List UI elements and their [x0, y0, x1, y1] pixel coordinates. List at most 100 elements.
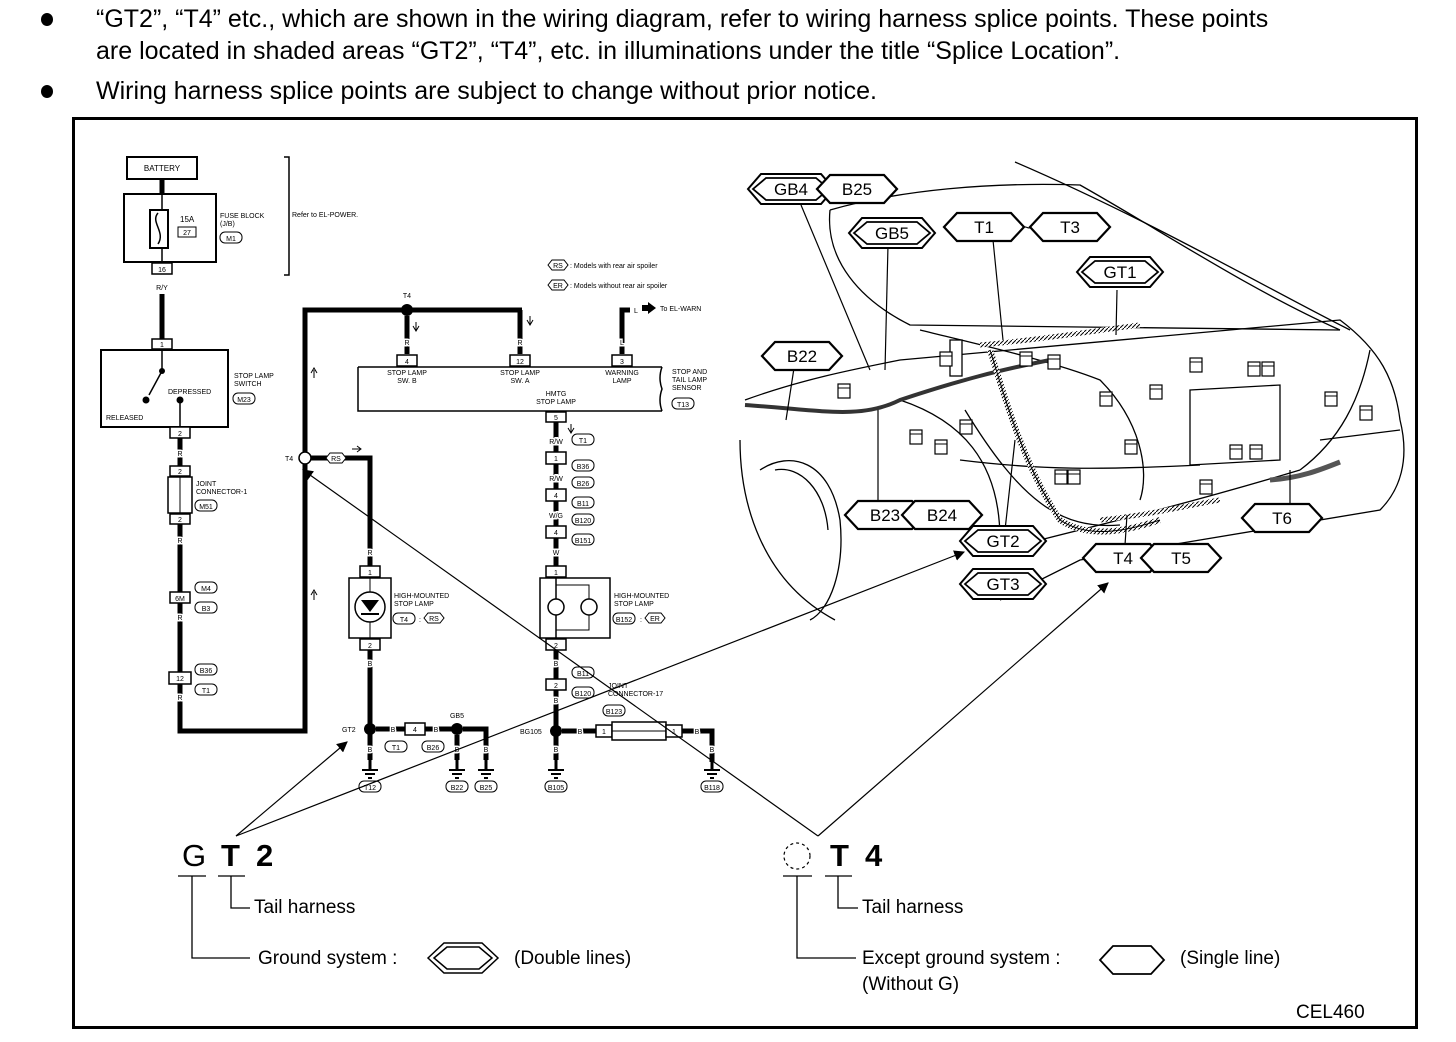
wire-r-bg: R: [177, 615, 182, 622]
splice-gt2: [364, 723, 376, 735]
double-hex-icon: [426, 942, 500, 974]
splice-gt2-label: GT2: [342, 727, 356, 734]
stop-lamp-switch: 1 DEPRESSED RELEASED STOP LAMP SWITCH M2…: [100, 338, 274, 439]
connector-tag: [571, 496, 595, 509]
to-el-warn: To EL-WARN: [660, 306, 701, 313]
switch-name-2: SWITCH: [234, 381, 262, 388]
chain-connector: [545, 451, 567, 465]
legend-ground-text: Ground system :: [258, 948, 397, 969]
high-mounted-stop-lamp-er: 1 HIGH-MOUNTED STOP LAMP B152 : ER 2: [539, 565, 669, 651]
wire-color-r: R: [177, 538, 182, 545]
joint1-pin-top: 2: [178, 469, 182, 476]
single-hex-icon: [942, 211, 1026, 243]
single-hex-icon: [1240, 502, 1324, 534]
sensor-pin-5: 5: [554, 415, 558, 422]
hmtg-1: HMTG: [546, 391, 567, 398]
rs-lamp-name-1: HIGH-MOUNTED: [394, 593, 449, 600]
wire-color-r: R: [177, 615, 182, 622]
ground-tag: [474, 780, 498, 793]
wire-color-bg: W/G: [549, 513, 563, 520]
splice-t4: [298, 451, 312, 465]
battery-label: BATTERY: [144, 164, 181, 173]
harness-connector-icon: [1359, 405, 1373, 421]
splice-t4-top-label: T4: [403, 293, 411, 300]
legend-except-text: Except ground system :: [862, 948, 1061, 969]
connector-12: 12 B36 T1: [168, 663, 218, 696]
wire-color-b: B: [368, 661, 373, 668]
joint-connector-1: 2 2 JOINT CONNECTOR-1 M51: [167, 465, 247, 525]
sensor-pin-12: 12: [516, 359, 524, 366]
wire-b-bg: B: [368, 661, 373, 668]
pin-6m: 6M: [175, 596, 185, 603]
fuse-pin: 16: [158, 267, 166, 274]
wire-color-r: R: [177, 695, 182, 702]
ground-id: B25: [480, 785, 493, 792]
car-label-t1: T1: [974, 218, 994, 237]
wire-color: R/W: [549, 476, 563, 483]
splice-bg105-label: BG105: [520, 729, 542, 736]
connector-tag: [571, 513, 595, 526]
wire-b-bg: B: [484, 747, 489, 754]
fuse-icon: [155, 212, 161, 245]
harness-connector-icon: [1067, 469, 1081, 485]
gt2-pin: 4: [413, 727, 417, 734]
code-legend-left: G T 2 Tail harness Ground system : (Doub…: [178, 838, 631, 974]
colon-separator: :: [640, 617, 642, 624]
wire-b-bg: B: [695, 729, 700, 736]
fuse-number: 27: [183, 230, 191, 237]
note-1-line-2: are located in shaded areas “GT2”, “T4”,…: [96, 37, 1121, 65]
arrow-right-icon: [642, 302, 656, 314]
current-arrow-icon: [310, 367, 318, 378]
harness-connector-icon: [1229, 444, 1243, 460]
wire-l-bg: L: [620, 340, 624, 347]
rs-tag: RS: [331, 456, 341, 463]
wire-r-bg: R: [177, 538, 182, 545]
leader-lines: [785, 204, 1291, 546]
er-lamp-name-2: STOP LAMP: [614, 601, 654, 608]
wire-b-bg: B: [554, 747, 559, 754]
joint1-name-2: CONNECTOR-1: [196, 489, 247, 496]
single-hex-icon: [900, 499, 984, 531]
harness-connector-icon: [1149, 384, 1163, 400]
pointer-t4-car: [817, 582, 1109, 837]
wire-color-r: R: [517, 340, 522, 347]
car-label-t6: T6: [1272, 509, 1292, 528]
led-icon: [361, 600, 379, 612]
legend-right-tail: Tail harness: [862, 897, 963, 918]
connector-id: B26: [577, 481, 590, 488]
wire-color-b: B: [368, 747, 373, 754]
sensor-pin-3: 3: [620, 359, 624, 366]
sw-b-2: SW. B: [397, 378, 417, 385]
legend-t-char-right: T: [830, 838, 849, 873]
splice-t4-label: T4: [285, 456, 293, 463]
harness-connector-icon: [1261, 361, 1275, 377]
connector-tag: [571, 459, 595, 472]
bulb-icon: [580, 598, 598, 616]
wire-b-bg: B: [434, 727, 439, 734]
wire-color-ry: R/Y: [156, 285, 168, 292]
rs-pin-2: 2: [368, 643, 372, 650]
wire-r-bg: R: [404, 340, 409, 347]
single-hex-icon: [815, 173, 899, 205]
car-connectors: [837, 351, 1373, 495]
gt2-conn-t1: T1: [392, 745, 400, 752]
wire-color-b: B: [434, 727, 439, 734]
harness-connector-icon: [837, 383, 851, 399]
car-label-t3: T3: [1060, 218, 1080, 237]
legend-2-char: 2: [256, 838, 273, 873]
refer-el-power: Refer to EL-POWER.: [292, 212, 358, 219]
chain-pin: 4: [554, 530, 558, 537]
depressed-label: DEPRESSED: [168, 389, 211, 396]
chain-connector: [545, 525, 567, 539]
fuse-block: 15A 27 FUSE BLOCK (J/B) M1: [123, 193, 265, 263]
wire-color-r: R: [177, 451, 182, 458]
rs-lamp-connector: T4: [400, 617, 408, 624]
bulb-icon: [547, 598, 565, 616]
harness-connector-icon: [1324, 391, 1338, 407]
car-label-b22: B22: [787, 347, 817, 366]
harness-connector-icon: [959, 419, 973, 435]
pointer-gt2-car: [235, 550, 966, 837]
wire-color-b: B: [554, 698, 559, 705]
